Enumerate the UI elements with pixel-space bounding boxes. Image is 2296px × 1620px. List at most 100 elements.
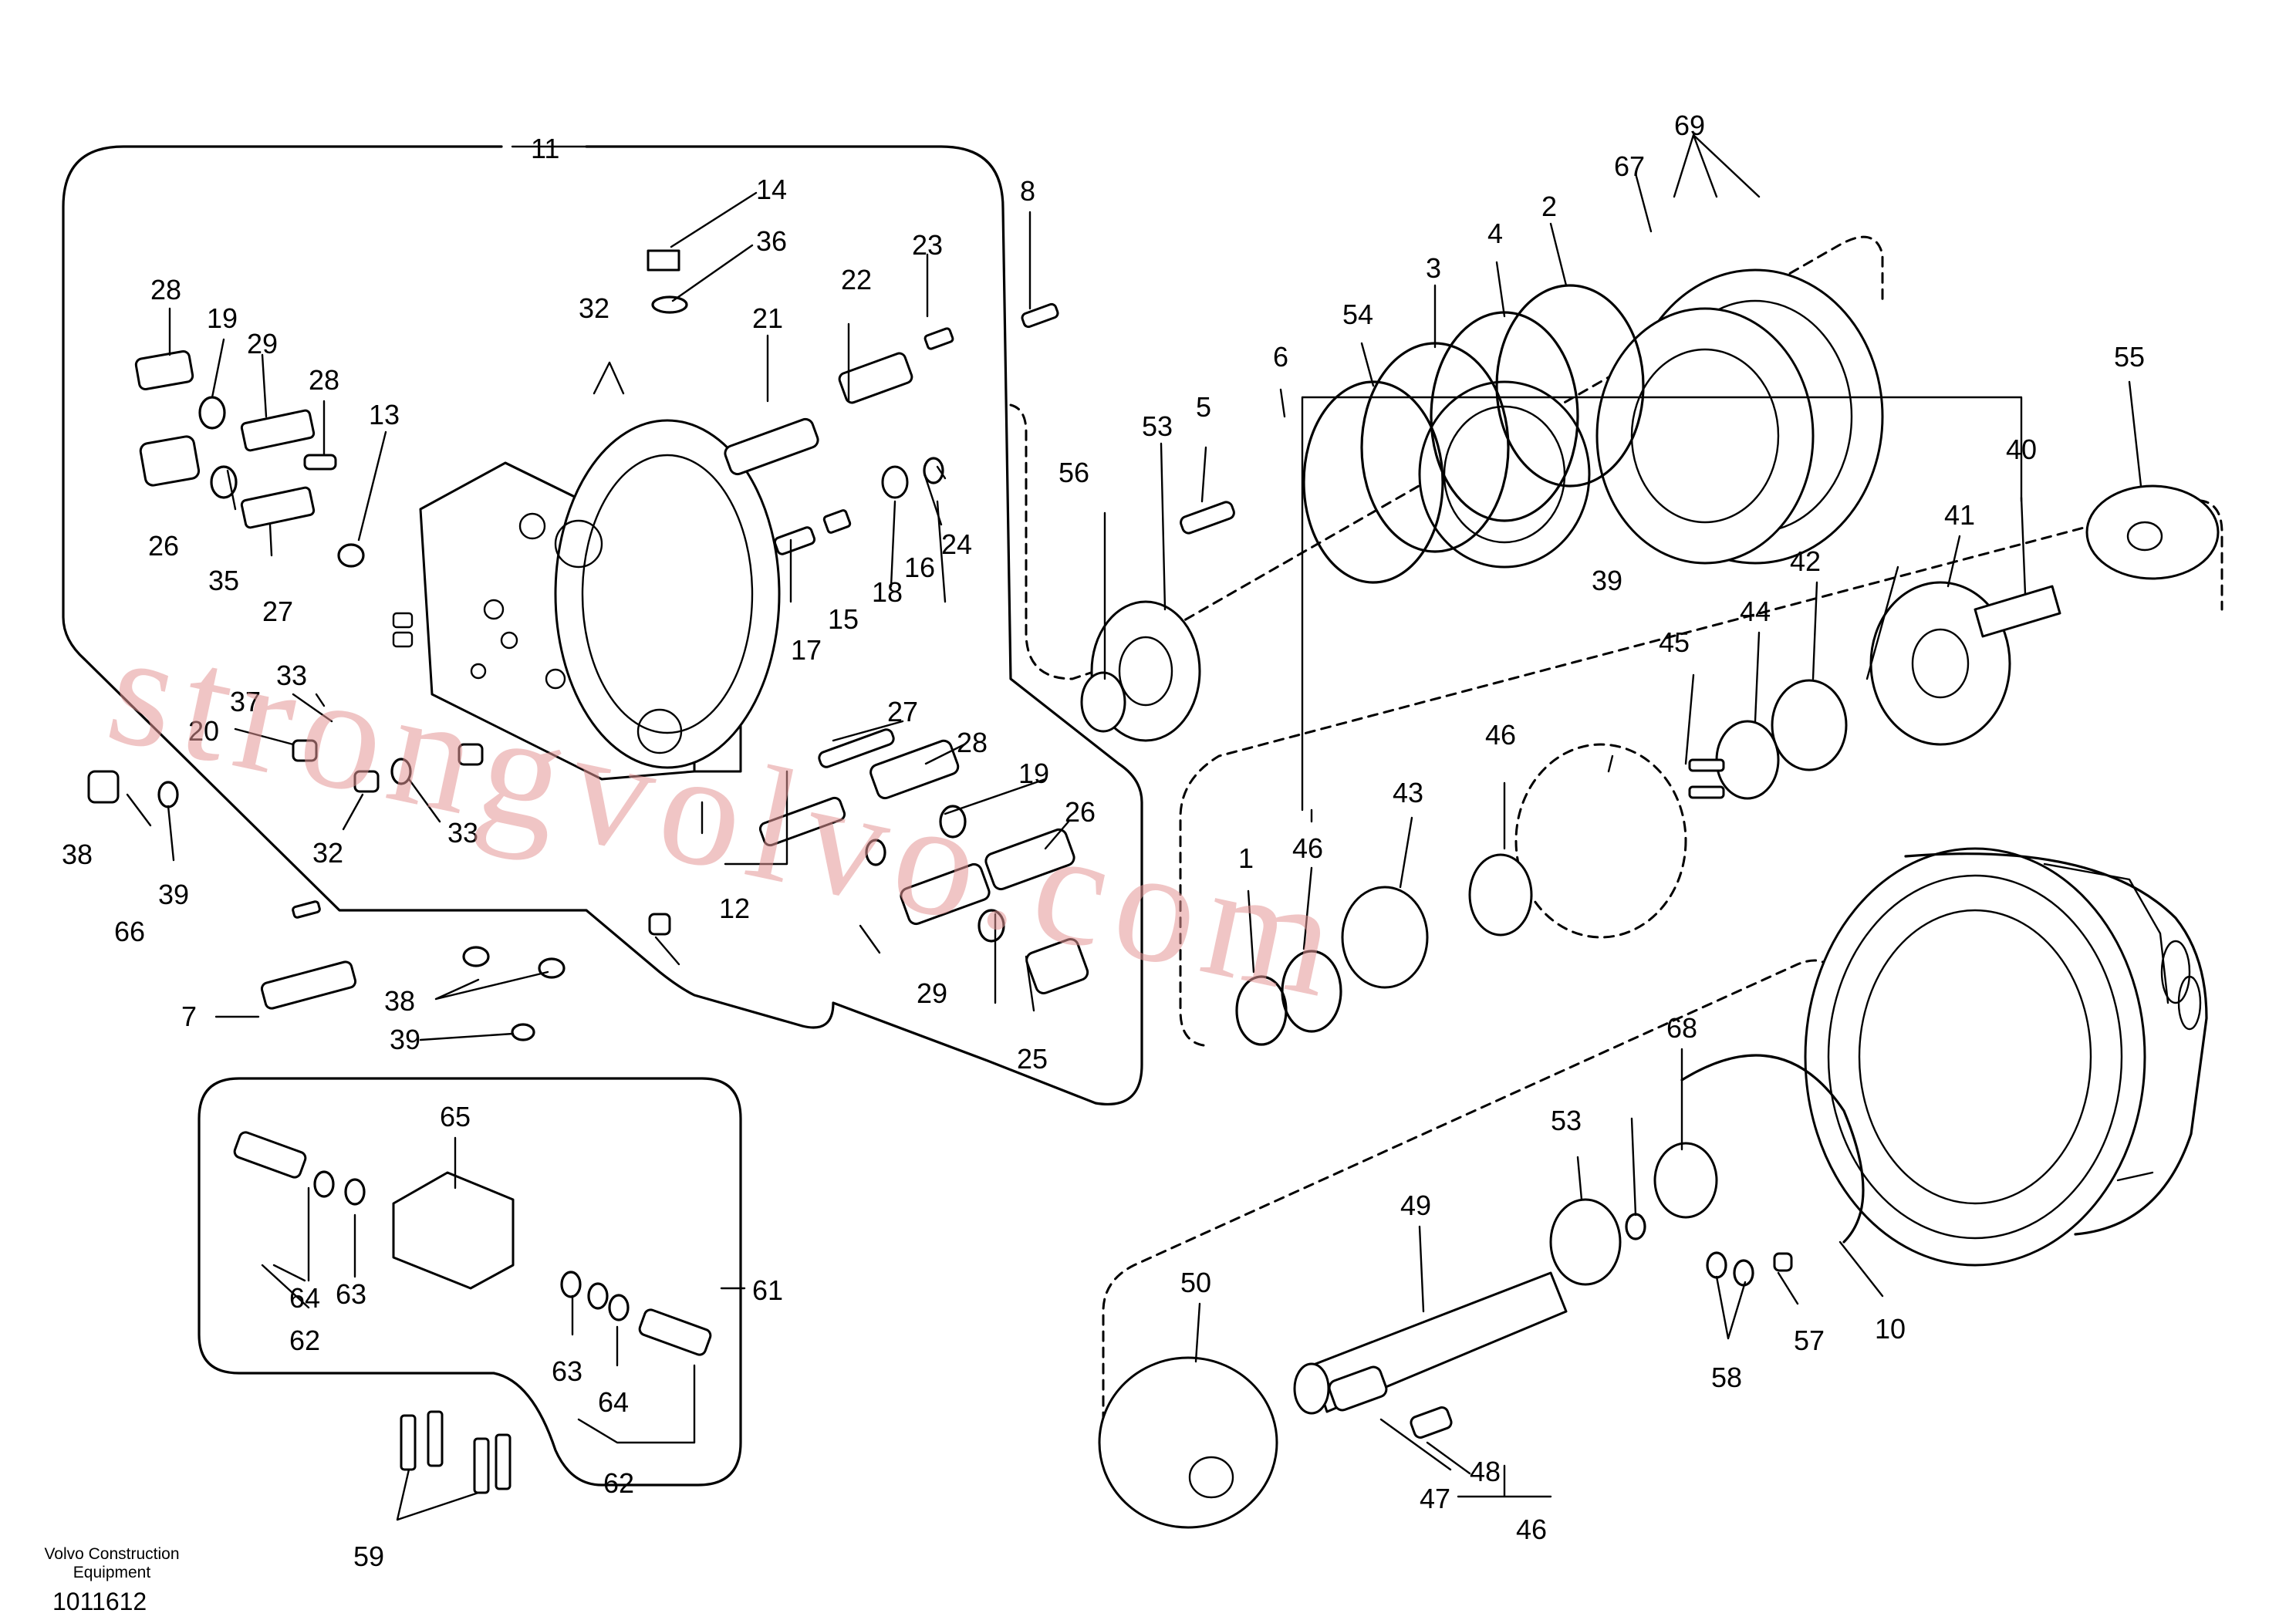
callout-46b: 46 — [1292, 832, 1323, 864]
callout-43: 43 — [1393, 777, 1423, 808]
company-name: Volvo Construction Equipment — [31, 1545, 193, 1582]
callout-6: 6 — [1273, 341, 1288, 373]
bearing-disc-6 — [1418, 380, 1591, 569]
callout-3: 3 — [1426, 252, 1441, 284]
bearing-42 — [1771, 679, 1848, 771]
callout-66: 66 — [114, 916, 145, 947]
washer-56-bore — [2126, 521, 2163, 552]
seal-68 — [1653, 1142, 1718, 1219]
callout-48: 47 — [1420, 1483, 1450, 1514]
callout-26: 28 — [150, 274, 181, 305]
callout-19b: 19 — [1018, 758, 1049, 789]
callout-40: 40 — [2006, 434, 2037, 465]
callout-13: 13 — [369, 399, 400, 430]
callout-61: 61 — [752, 1274, 783, 1306]
callout-47: 46 — [1516, 1514, 1547, 1545]
callout-57: 59 — [353, 1541, 384, 1572]
callout-58: 57 — [1794, 1325, 1825, 1356]
callout-36: 38 — [62, 839, 93, 870]
plate-67 — [1595, 307, 1815, 565]
callout-20: 20 — [188, 715, 219, 747]
plate-67-inner — [1630, 348, 1780, 524]
callout-64: 64 — [289, 1282, 320, 1314]
callout-63: 63 — [336, 1278, 366, 1310]
callout-4: 4 — [1487, 218, 1503, 249]
callout-14: 14 — [756, 174, 787, 205]
callout-29b: 29 — [917, 977, 947, 1009]
callout-11: 11 — [531, 133, 559, 164]
callout-52: 53 — [1142, 410, 1173, 442]
callout-38: 39 — [390, 1024, 420, 1055]
motor-housing — [1804, 847, 2208, 1267]
callout-25: 26 — [148, 530, 179, 562]
callout-28: 29 — [247, 328, 278, 359]
callout-30b: 32 — [312, 837, 343, 869]
callout-59: 58 — [1711, 1362, 1742, 1393]
ring-53 — [1302, 380, 1444, 584]
bush-44 — [1715, 720, 1780, 800]
callout-50: 49 — [1400, 1190, 1431, 1221]
bolt-40 — [1974, 585, 2061, 638]
callout-32b: 33 — [447, 817, 478, 849]
company-line-2: Equipment — [73, 1564, 151, 1581]
ring-46 — [1468, 853, 1533, 937]
group-outline-61 — [198, 1077, 742, 1487]
callout-27: 28 — [309, 364, 339, 396]
callout-44: 44 — [1740, 596, 1771, 627]
seal-52-bore — [1118, 636, 1173, 707]
spring-43 — [1341, 886, 1429, 989]
callout-63b: 63 — [552, 1355, 582, 1387]
callout-41: 41 — [1944, 499, 1975, 531]
callout-62: 62 — [289, 1325, 320, 1356]
callout-37b: 38 — [384, 985, 415, 1017]
callout-29: 27 — [262, 596, 293, 627]
drawing-number: 1011612 — [52, 1588, 147, 1615]
callout-labels: 11 14 36 8 23 22 21 32 28 19 29 28 13 26… — [62, 110, 2145, 1572]
callout-55: 56 — [1059, 457, 1089, 488]
callout-15: 15 — [828, 603, 859, 635]
callout-26b: 26 — [1065, 796, 1096, 828]
callout-37: 39 — [158, 879, 189, 910]
callout-49: 48 — [1470, 1456, 1501, 1487]
callout-5: 5 — [1196, 391, 1211, 423]
callout-19: 19 — [207, 302, 238, 334]
callout-23: 23 — [912, 229, 943, 261]
dashed-envelope-middle — [1179, 498, 2223, 1047]
bearing-54 — [1549, 1198, 1622, 1286]
valve-block-casting — [392, 419, 781, 781]
company-line-1: Volvo Construction — [44, 1545, 180, 1563]
callout-65: 65 — [440, 1101, 471, 1132]
callout-35: 37 — [230, 686, 261, 717]
callout-34: 36 — [756, 225, 787, 257]
dashed-envelope-upper — [1009, 235, 1884, 680]
callout-46: 46 — [1485, 719, 1516, 751]
callout-53: 54 — [1342, 299, 1373, 330]
group-outline-11 — [62, 145, 1143, 1105]
small-parts-right — [1180, 501, 1793, 1439]
callout-69: 69 — [1674, 110, 1705, 141]
callout-18: 18 — [872, 576, 903, 608]
ring-2 — [1495, 284, 1645, 488]
cover-51 — [1098, 1356, 1278, 1529]
callout-17: 17 — [791, 634, 822, 666]
callout-42: 42 — [1790, 545, 1821, 577]
callout-56: 55 — [2114, 341, 2145, 373]
callout-32: 33 — [276, 660, 307, 691]
callout-45: 45 — [1659, 626, 1690, 658]
callout-1: 1 — [1238, 842, 1254, 874]
bearing-55 — [1080, 671, 1126, 733]
callout-10: 10 — [1875, 1313, 1906, 1345]
snap-ring-1 — [1235, 975, 1288, 1046]
callout-62b: 62 — [603, 1467, 634, 1499]
callout-12: 12 — [719, 893, 750, 924]
callout-67: 67 — [1614, 150, 1645, 182]
callout-28b: 28 — [957, 727, 988, 758]
callout-64b: 64 — [598, 1386, 629, 1418]
callout-25b: 25 — [1017, 1043, 1048, 1075]
cylinder-block-46 — [1514, 743, 1687, 939]
washer-56 — [2085, 484, 2220, 580]
callout-39: 39 — [1592, 565, 1622, 596]
callout-16: 16 — [904, 552, 935, 583]
